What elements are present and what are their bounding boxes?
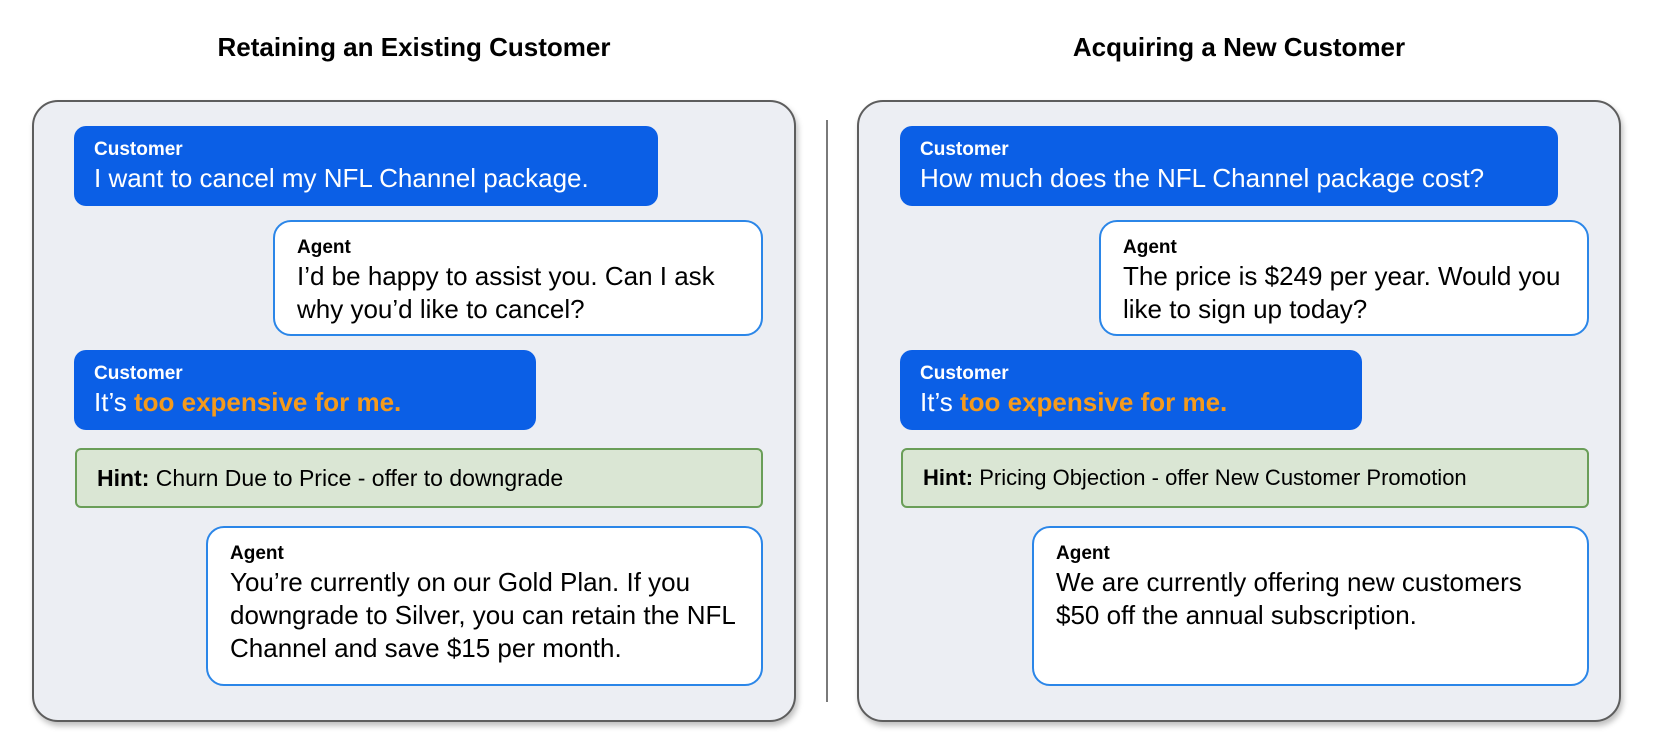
highlighted-phrase: too expensive for me. bbox=[133, 387, 402, 417]
message-text: The price is $249 per year. Would you li… bbox=[1123, 261, 1561, 324]
speaker-label: Agent bbox=[297, 237, 351, 258]
message-text: It’s too expensive for me. bbox=[920, 386, 1342, 419]
left-conversation-panel: Customer I want to cancel my NFL Channel… bbox=[32, 100, 796, 722]
message-text-prefix: It’s bbox=[94, 387, 134, 417]
message-text: You’re currently on our Gold Plan. If yo… bbox=[230, 567, 735, 663]
agent-message: Agent The price is $249 per year. Would … bbox=[1099, 220, 1589, 336]
customer-message: Customer It’s too expensive for me. bbox=[900, 350, 1362, 430]
hint-text: Churn Due to Price - offer to downgrade bbox=[155, 465, 564, 491]
right-column-title: Acquiring a New Customer bbox=[1072, 32, 1406, 62]
customer-message: Customer It’s too expensive for me. bbox=[74, 350, 536, 430]
column-divider bbox=[826, 120, 828, 702]
message-text-prefix: It’s bbox=[920, 387, 960, 417]
speaker-label: Customer bbox=[920, 139, 1009, 160]
speaker-label: Customer bbox=[94, 363, 183, 384]
hint-line: Hint: Churn Due to Price - offer to down… bbox=[97, 464, 563, 492]
highlighted-phrase: too expensive for me. bbox=[959, 387, 1228, 417]
hint-text: Pricing Objection - offer New Customer P… bbox=[979, 465, 1467, 490]
speaker-label: Customer bbox=[920, 363, 1009, 384]
hint-box: Hint: Pricing Objection - offer New Cust… bbox=[901, 448, 1589, 508]
speaker-label: Agent bbox=[1123, 237, 1177, 258]
speaker-label: Agent bbox=[1056, 543, 1110, 564]
message-text: I want to cancel my NFL Channel package. bbox=[94, 163, 589, 193]
right-conversation-panel: Customer How much does the NFL Channel p… bbox=[857, 100, 1621, 722]
left-column-title: Retaining an Existing Customer bbox=[217, 32, 611, 62]
hint-line: Hint: Pricing Objection - offer New Cust… bbox=[923, 464, 1467, 492]
speaker-label: Agent bbox=[230, 543, 284, 564]
agent-message: Agent You’re currently on our Gold Plan.… bbox=[206, 526, 763, 686]
hint-label: Hint: bbox=[923, 465, 974, 490]
hint-label: Hint: bbox=[97, 465, 150, 491]
message-text: We are currently offering new customers … bbox=[1056, 567, 1522, 630]
speaker-label: Customer bbox=[94, 139, 183, 160]
agent-message: Agent We are currently offering new cust… bbox=[1032, 526, 1589, 686]
message-text: How much does the NFL Channel package co… bbox=[920, 163, 1485, 193]
message-text: It’s too expensive for me. bbox=[94, 386, 516, 419]
customer-message: Customer I want to cancel my NFL Channel… bbox=[74, 126, 658, 206]
hint-box: Hint: Churn Due to Price - offer to down… bbox=[75, 448, 763, 508]
customer-message: Customer How much does the NFL Channel p… bbox=[900, 126, 1558, 206]
agent-message: Agent I’d be happy to assist you. Can I … bbox=[273, 220, 763, 336]
message-text: I’d be happy to assist you. Can I ask wh… bbox=[297, 261, 715, 324]
